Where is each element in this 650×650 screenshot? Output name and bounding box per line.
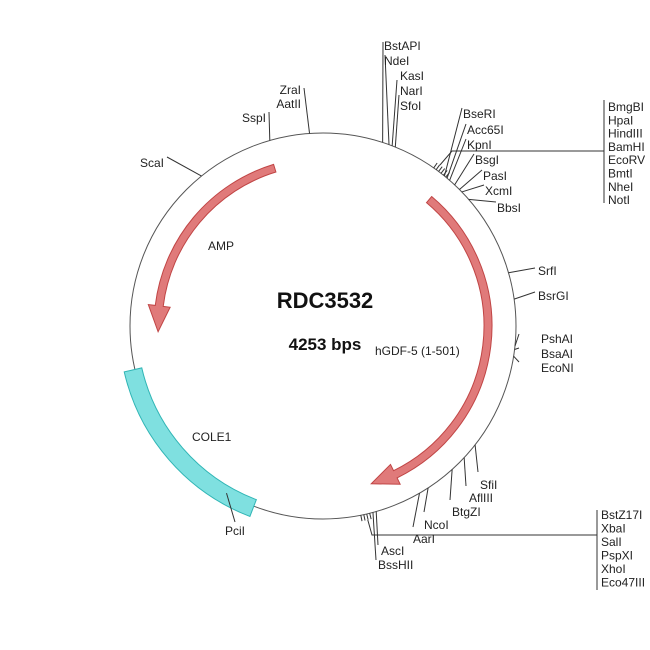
site-leader-line — [443, 107, 463, 177]
site-leader-line — [375, 511, 379, 546]
site-label-bmti[interactable]: BmtI — [608, 167, 633, 181]
site-label-xbai[interactable]: XbaI — [601, 522, 626, 536]
site-label-ecorv[interactable]: EcoRV — [608, 153, 645, 167]
site-label-nhei[interactable]: NheI — [608, 180, 633, 194]
site-label-acc65i[interactable]: Acc65I — [467, 123, 504, 137]
site-label-sfoi[interactable]: SfoI — [400, 99, 421, 113]
site-label-bstapi[interactable]: BstAPI — [384, 39, 421, 53]
site-leader-line — [412, 493, 420, 528]
site-label-bbsi[interactable]: BbsI — [497, 201, 521, 215]
site-leader-line — [363, 514, 366, 521]
site-leader-line — [449, 138, 467, 181]
site-leader-line — [394, 94, 400, 148]
site-label-sali[interactable]: SalI — [601, 535, 622, 549]
site-label-xhoi[interactable]: XhoI — [601, 562, 626, 576]
site-leader-line — [438, 166, 443, 172]
cole1-feature[interactable] — [123, 367, 257, 518]
site-leader-line — [303, 87, 311, 134]
site-label-econi[interactable]: EcoNI — [541, 361, 574, 375]
site-label-bseri[interactable]: BseRI — [463, 107, 496, 121]
site-label-hpai[interactable]: HpaI — [608, 113, 633, 127]
site-label-sfii[interactable]: SfiI — [480, 478, 497, 492]
feature-label-amp: AMP — [208, 239, 234, 253]
plasmid-name: RDC3532 — [277, 288, 374, 313]
site-leader-line — [454, 153, 475, 186]
site-label-srfi[interactable]: SrfI — [538, 264, 557, 278]
site-label-pasi[interactable]: PasI — [483, 169, 507, 183]
site-leader-line — [461, 184, 485, 193]
site-leader-line — [226, 493, 236, 523]
site-leader-line — [423, 487, 429, 513]
site-leader-line — [391, 79, 398, 146]
feature-label-cole1: COLE1 — [192, 430, 232, 444]
site-leader-line — [514, 333, 520, 347]
site-lines — [166, 41, 605, 590]
site-label-scai[interactable]: ScaI — [140, 156, 164, 170]
site-leader-line — [360, 515, 363, 522]
site-leader-line — [445, 172, 450, 178]
site-label-bstz17i[interactable]: BstZ17I — [601, 508, 642, 522]
site-leader-line — [384, 54, 390, 145]
site-label-bsaai[interactable]: BsaAI — [541, 347, 573, 361]
site-label-bsgi[interactable]: BsgI — [475, 153, 499, 167]
site-label-eco47iii[interactable]: Eco47III — [601, 576, 645, 590]
site-label-ncoi[interactable]: NcoI — [424, 518, 449, 532]
site-label-bamhi[interactable]: BamHI — [608, 140, 645, 154]
site-leader-line — [443, 170, 448, 176]
site-label-pcii[interactable]: PciI — [225, 524, 245, 538]
site-leader-line — [366, 513, 369, 520]
site-leader-line — [468, 198, 497, 203]
site-leader-line — [459, 169, 483, 190]
site-label-kpni[interactable]: KpnI — [467, 138, 492, 152]
hgdf5-arrow[interactable] — [370, 195, 493, 485]
site-leader-line — [513, 355, 520, 363]
site-label-bsrgi[interactable]: BsrGI — [538, 289, 569, 303]
site-leader-line — [435, 164, 441, 170]
site-label-xcmi[interactable]: XcmI — [485, 184, 512, 198]
site-leader-line — [166, 156, 202, 177]
site-label-kasi[interactable]: KasI — [400, 69, 424, 83]
site-leader-line — [514, 347, 520, 350]
site-leader-line — [463, 457, 467, 487]
site-label-nari[interactable]: NarI — [400, 84, 423, 98]
plasmid-backbone — [129, 132, 517, 520]
site-leader-line — [474, 444, 479, 473]
site-leader-line — [439, 150, 604, 166]
site-label-ndei[interactable]: NdeI — [384, 54, 409, 68]
site-label-bsshii[interactable]: BssHII — [378, 558, 413, 572]
site-label-asci[interactable]: AscI — [381, 544, 404, 558]
site-label-aari[interactable]: AarI — [413, 532, 435, 546]
site-leader-line — [372, 512, 377, 561]
site-leader-line — [367, 519, 597, 536]
site-label-bmgbi[interactable]: BmgBI — [608, 100, 644, 114]
site-leader-line — [449, 469, 453, 501]
feature-label-hgdf5: hGDF-5 (1-501) — [375, 344, 460, 358]
site-leader-line — [508, 267, 536, 274]
site-label-zrai[interactable]: ZraI — [280, 83, 301, 97]
site-leader-line — [369, 513, 372, 520]
site-label-noti[interactable]: NotI — [608, 193, 630, 207]
site-label-pspxi[interactable]: PspXI — [601, 549, 633, 563]
amp-arrow[interactable] — [147, 163, 277, 334]
site-label-sspi[interactable]: SspI — [242, 111, 266, 125]
site-leader-line — [433, 162, 438, 169]
site-leader-line — [513, 291, 536, 300]
site-leader-line — [440, 168, 446, 174]
site-label-afliii[interactable]: AflIII — [469, 491, 493, 505]
site-label-btgzi[interactable]: BtgZI — [452, 505, 481, 519]
site-label-aatii[interactable]: AatII — [276, 97, 301, 111]
plasmid-size: 4253 bps — [289, 335, 362, 354]
site-label-hindiii[interactable]: HindIII — [608, 127, 643, 141]
site-label-pshai[interactable]: PshAI — [541, 332, 573, 346]
site-leader-line — [268, 111, 271, 141]
